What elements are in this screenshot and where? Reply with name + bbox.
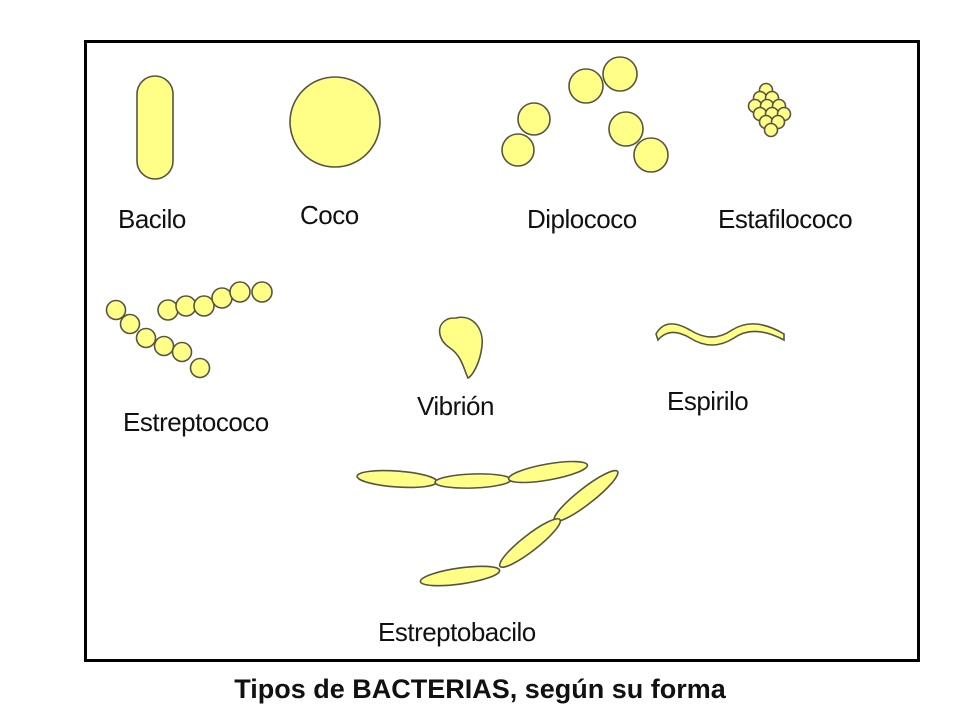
estreptococo-cell <box>171 341 193 363</box>
figure-caption: Tipos de BACTERIAS, según su forma <box>234 674 726 704</box>
diplococo-cell <box>602 56 638 92</box>
estreptococo-cell <box>105 299 127 321</box>
estreptobacilo-cell <box>507 460 589 484</box>
estreptococo-cell <box>229 281 251 303</box>
vibrion-shape <box>438 316 483 380</box>
label-coco: Coco <box>300 200 359 230</box>
label-bacilo: Bacilo <box>118 204 186 234</box>
label-vibrion: Vibrión <box>417 391 494 421</box>
estreptobacilo-cell <box>419 565 501 587</box>
diplococo-cell <box>633 137 669 173</box>
espirilo-shape <box>655 323 785 346</box>
estreptococo-cell <box>157 299 179 321</box>
coco-shape <box>289 76 381 168</box>
bacilo-shape <box>136 75 174 180</box>
diplococo-cell <box>517 102 551 136</box>
estreptococo-cell <box>175 295 197 317</box>
diplococo-cell <box>501 133 535 167</box>
estreptobacilo-cell <box>356 469 438 489</box>
estreptococo-cell <box>193 295 215 317</box>
label-estreptococo: Estreptococo <box>123 407 269 437</box>
estreptococo-cell <box>135 327 157 349</box>
estreptococo-cell <box>211 287 233 309</box>
estafilococo-cell <box>763 122 779 138</box>
label-estreptobacilo: Estreptobacilo <box>378 617 536 647</box>
estreptobacilo-cell <box>434 473 512 489</box>
estreptococo-cell <box>153 335 175 357</box>
diplococo-cell <box>568 68 604 104</box>
estreptococo-cell <box>119 313 141 335</box>
estreptococo-cell <box>251 281 273 303</box>
diplococo-cell <box>608 111 644 147</box>
estreptobacilo-cell <box>498 517 562 569</box>
label-diplococo: Diplococo <box>527 204 637 234</box>
estreptococo-cell <box>189 357 211 379</box>
label-espirilo: Espirilo <box>667 386 749 416</box>
label-estafilococo: Estafilococo <box>718 204 853 234</box>
